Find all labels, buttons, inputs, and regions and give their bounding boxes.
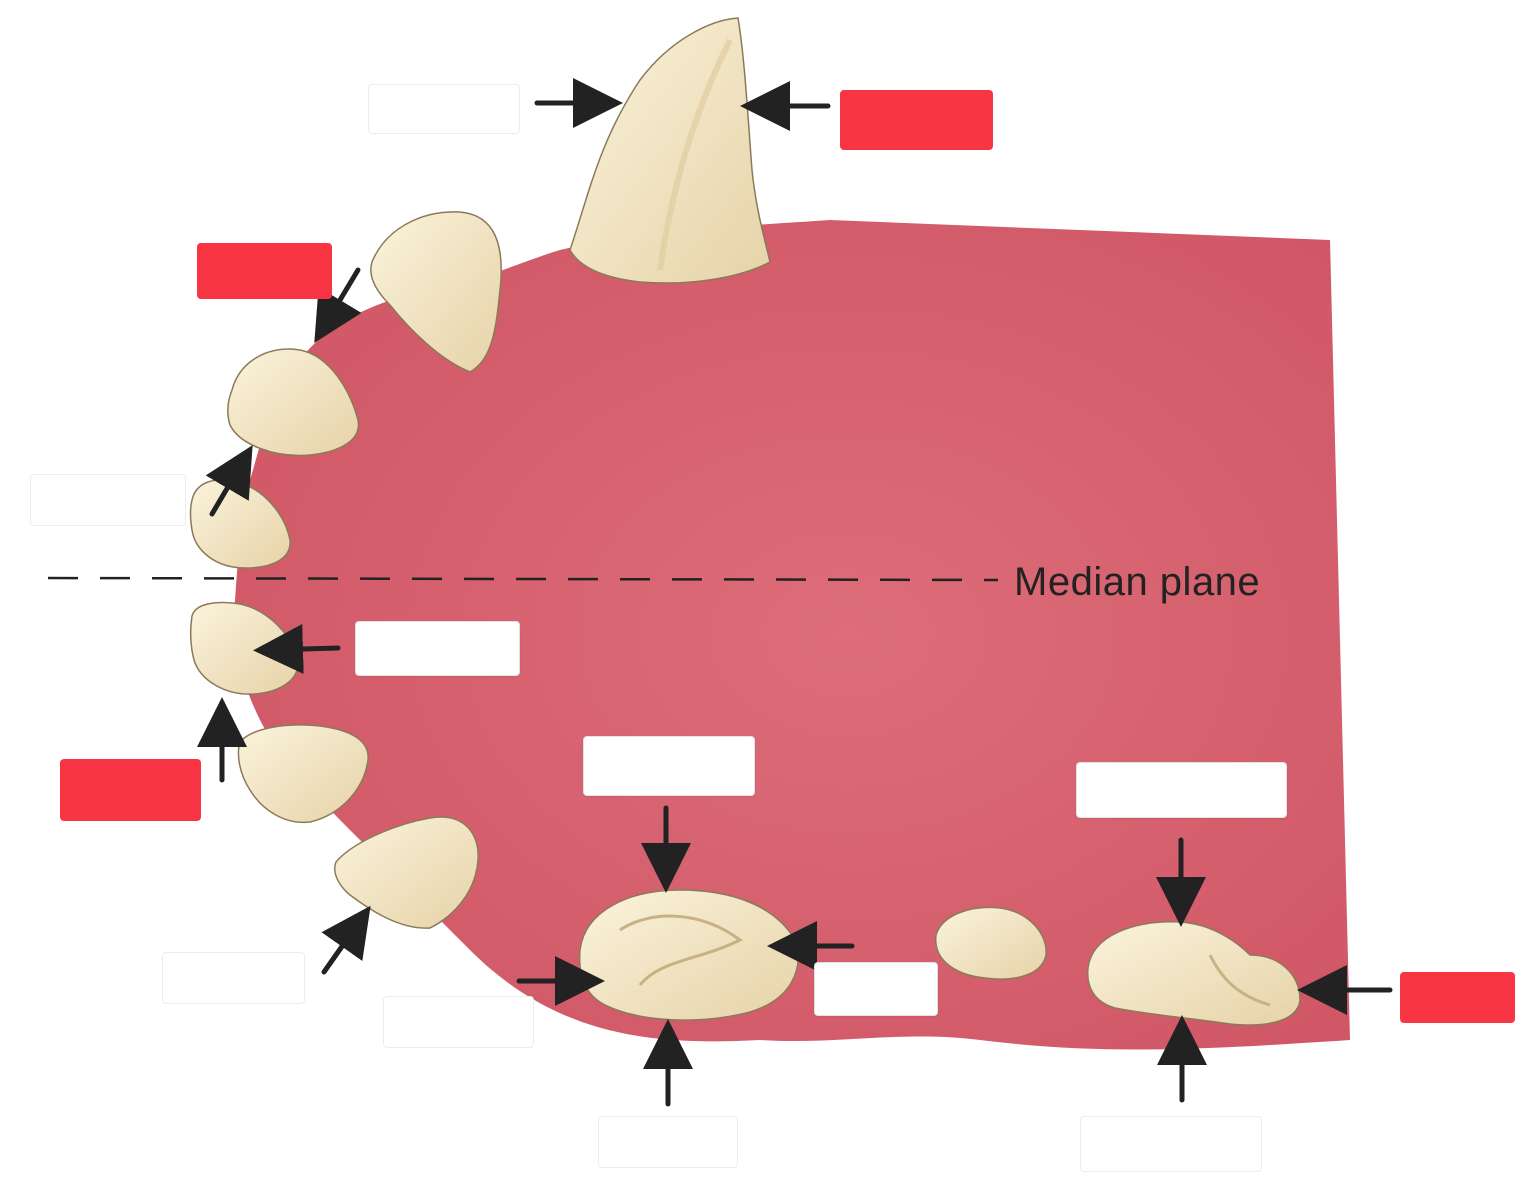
- arrow-upper-incisor-top: [314, 267, 362, 343]
- label-box-far-right[interactable]: [1400, 972, 1515, 1023]
- label-box-top-right[interactable]: [840, 90, 993, 150]
- label-box-top-left[interactable]: [368, 84, 520, 134]
- arrow-upper-incisor-mid: [205, 445, 253, 517]
- molar-right-groove: [1208, 954, 1271, 1007]
- incisor-lower-2: [237, 724, 369, 824]
- label-box-upper-left[interactable]: [197, 243, 332, 299]
- arrow-lower-incisor-inner: [253, 624, 341, 674]
- molar-small: [935, 906, 1047, 980]
- median-plane-line: [47, 576, 999, 582]
- incisor-lower-3: [334, 816, 479, 929]
- label-box-molar-right[interactable]: [814, 962, 938, 1016]
- label-box-left-mid[interactable]: [30, 474, 186, 526]
- label-box-bottom-center[interactable]: [598, 1116, 738, 1168]
- label-box-lower-left[interactable]: [60, 759, 201, 821]
- label-box-incisor-inner[interactable]: [355, 621, 520, 676]
- label-box-bottom-left[interactable]: [162, 952, 305, 1004]
- pointer-arrows: [197, 78, 1393, 1107]
- label-box-bottom-mid-left[interactable]: [383, 996, 534, 1048]
- median-plane-label: Median plane: [1014, 560, 1261, 604]
- label-box-right-top[interactable]: [1076, 762, 1287, 818]
- incisor-upper-3: [370, 211, 502, 373]
- label-box-bottom-right[interactable]: [1080, 1116, 1262, 1172]
- arrow-lower-incisor-3: [321, 905, 371, 975]
- label-box-molar-top[interactable]: [583, 736, 755, 796]
- gum-palate: [234, 220, 1350, 1050]
- incisor-upper-2: [227, 348, 360, 457]
- canine-ridge: [657, 38, 733, 271]
- molar-left-groove: [619, 914, 743, 986]
- canine-tooth: [569, 17, 771, 284]
- molar-left: [578, 889, 799, 1021]
